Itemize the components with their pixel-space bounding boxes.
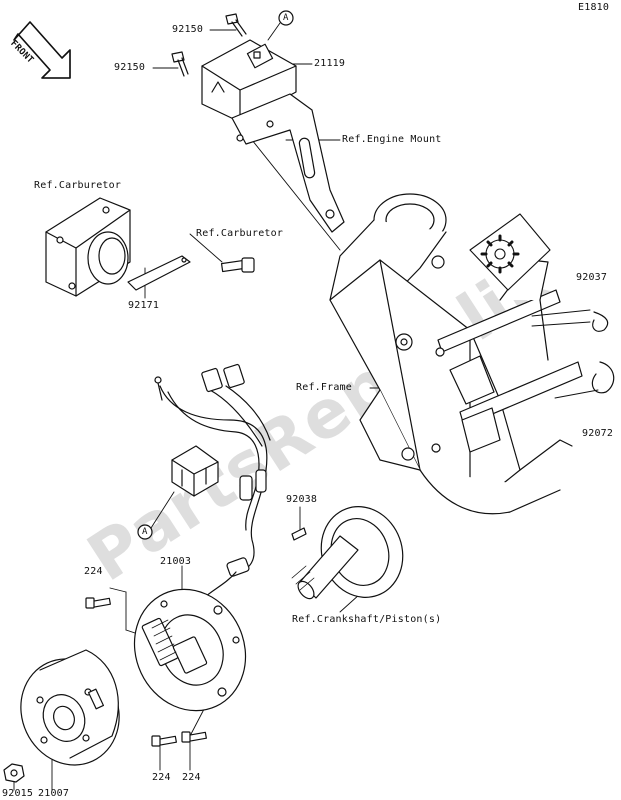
label-92015: 92015 [2,788,34,799]
label-224-top: 224 [84,566,103,577]
diagram-code: E1810 [578,2,610,13]
screw-224-bottom-right-icon [181,731,207,743]
frame-structure [329,193,583,515]
screw-224-top-icon [85,597,111,609]
front-arrow-icon [13,21,71,79]
callout-a-top [278,10,294,26]
screw-224-bottom-left-icon [151,735,177,747]
label-ref-frame: Ref.Frame [296,382,352,393]
label-ref-carburetor-left: Ref.Carburetor [34,180,122,191]
label-92150-top: 92150 [172,24,204,35]
bolt-92150-top-icon [225,13,247,37]
label-92171: 92171 [128,300,160,311]
label-ref-carburetor-right: Ref.Carburetor [196,228,284,239]
label-21003: 21003 [160,556,192,567]
bolt-92150-mid-icon [171,51,189,77]
label-92038: 92038 [286,494,318,505]
label-224-bottom-right: 224 [182,772,201,783]
callout-a-bottom-label: A [142,527,148,537]
crankshaft [291,506,404,600]
band-92171 [127,255,191,291]
label-224-bottom-left: 224 [152,772,171,783]
clamp-92037-icon [592,311,609,332]
label-ref-engine-mount: Ref.Engine Mount [342,134,442,145]
label-21007: 21007 [38,788,70,799]
label-92037: 92037 [576,272,608,283]
callout-a-bottom [137,524,153,540]
engine-mount-bracket [231,93,345,233]
callout-a-top-label: A [283,13,289,23]
flywheel-21007 [20,649,120,766]
stator-21003 [133,588,247,712]
key-92038-icon [291,527,307,541]
label-21119: 21119 [314,58,346,69]
nut-92015-icon [3,763,25,783]
label-92072: 92072 [582,428,614,439]
clamp-92072-icon [591,361,615,394]
screw-icon [220,257,255,273]
gear-icon [469,213,551,291]
label-92150-mid: 92150 [114,62,146,73]
carburetor-holder [45,197,131,297]
wire-harness [154,363,271,599]
label-ref-crankshaft: Ref.Crankshaft/Piston(s) [292,614,442,625]
